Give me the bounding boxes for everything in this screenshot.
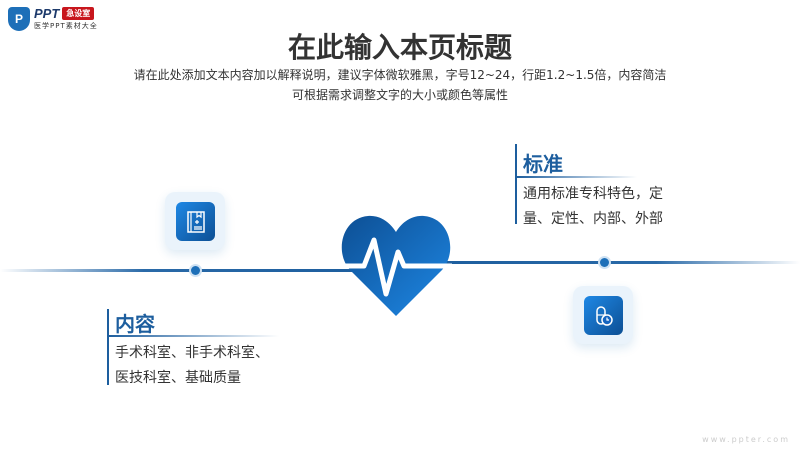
pill-clock-icon: [595, 305, 613, 326]
logo-brand: PPT: [34, 6, 60, 21]
content-block: 内容 手术科室、非手术科室、 医技科室、基础质量: [107, 309, 307, 387]
watermark: www.ppter.com: [702, 435, 790, 444]
subtitle-line-1: 请在此处添加文本内容加以解释说明，建议字体微软雅黑，字号12~24，行距1.2~…: [133, 68, 667, 82]
content-heading: 内容: [115, 312, 155, 336]
shield-logo-icon: P: [8, 6, 30, 31]
pill-clock-card: [573, 286, 633, 344]
subtitle-line-2: 可根据需求调整文字的大小或颜色等属性: [291, 88, 508, 102]
logo-tagline: 医学PPT素材大全: [34, 22, 98, 30]
timeline-dot-left: [191, 266, 200, 275]
heart-pulse-icon: [340, 215, 452, 316]
logo-badge: 急设室: [62, 7, 95, 20]
timeline-dot-right: [600, 258, 609, 267]
medical-record-icon: [186, 210, 205, 233]
timeline-right: [440, 261, 800, 264]
medical-record-card: [165, 192, 225, 250]
content-line-1: 手术科室、非手术科室、: [115, 345, 269, 361]
timeline-left: [0, 269, 360, 272]
content-line-2: 医技科室、基础质量: [115, 370, 241, 386]
standard-heading: 标准: [523, 152, 563, 176]
standard-line-2: 量、定性、内部、外部: [523, 211, 663, 227]
standard-line-1: 通用标准专科特色，定: [523, 186, 663, 202]
page-title: 在此输入本页标题: [287, 31, 512, 64]
standard-block: 标准 通用标准专科特色，定 量、定性、内部、外部: [515, 144, 715, 227]
